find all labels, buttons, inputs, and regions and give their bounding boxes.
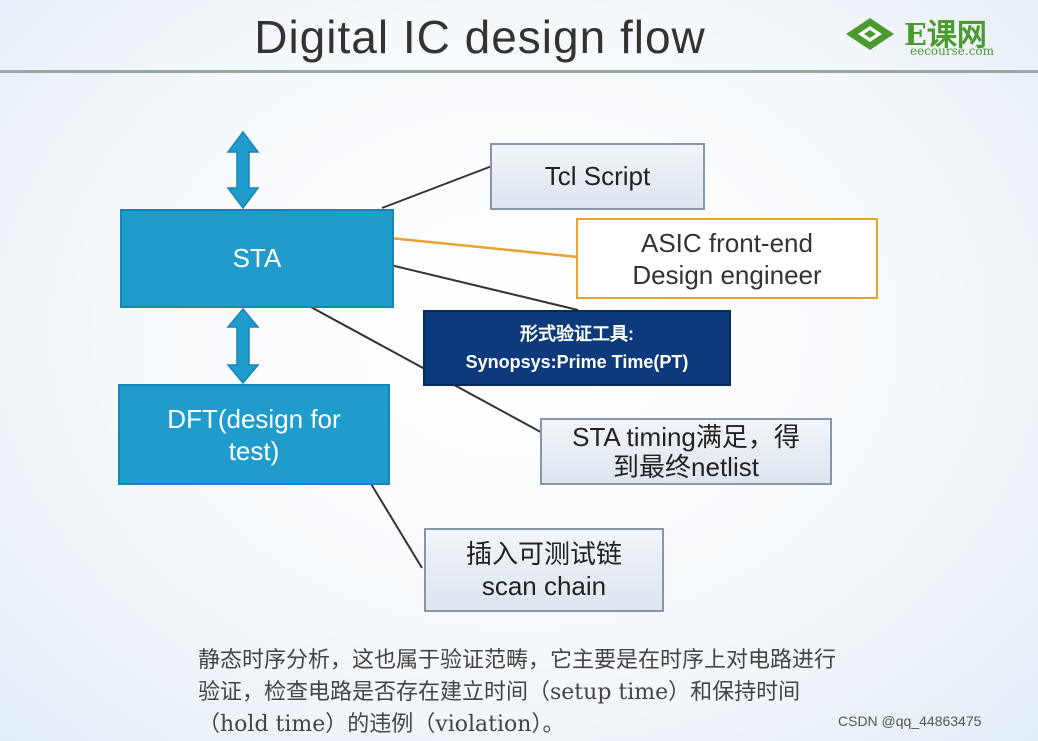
watermark: CSDN @qq_44863475 xyxy=(838,713,982,729)
logo-domain: eecourse.com xyxy=(910,44,995,58)
title-divider xyxy=(0,70,1038,73)
asic-engineer-box: ASIC front-end Design engineer xyxy=(576,218,878,299)
double-arrow-sta-dft xyxy=(226,307,260,385)
connector-asic xyxy=(369,234,579,259)
timing-netlist-box: STA timing满足，得 到最终netlist xyxy=(540,418,832,485)
double-arrow-top xyxy=(226,130,260,210)
sta-box: STA xyxy=(120,209,394,308)
logo-name: E课网 xyxy=(904,18,987,53)
scan-chain-box: 插入可测试链 scan chain xyxy=(424,528,664,612)
connector-tool xyxy=(377,261,579,311)
logo-icon xyxy=(846,18,894,50)
connector-tcl xyxy=(381,165,493,209)
sta-description: 静态时序分析，这也属于验证范畴，它主要是在时序上对电路进行验证，检查电路是否存在… xyxy=(198,648,837,737)
pt-tool-box: 形式验证工具: Synopsys:Prime Time(PT) xyxy=(423,310,731,386)
tcl-script-box: Tcl Script xyxy=(490,143,705,210)
slide-title: Digital IC design flow xyxy=(254,11,706,63)
logo: E课网 eecourse.com xyxy=(842,8,1032,58)
dft-box: DFT(design for test) xyxy=(118,384,390,485)
